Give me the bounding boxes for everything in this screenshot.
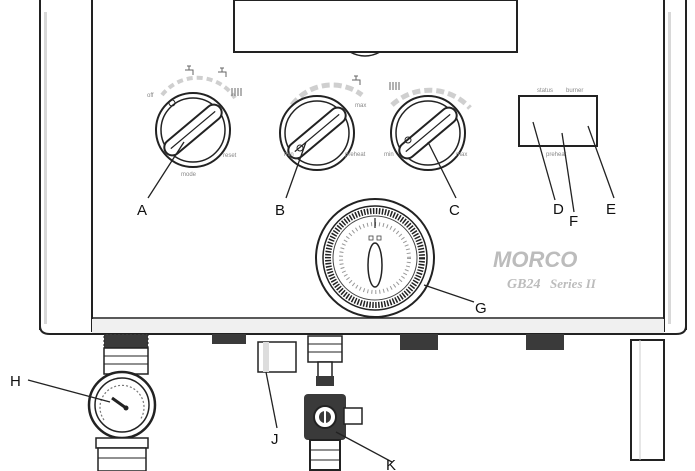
callout-h: H <box>10 373 21 390</box>
callout-a: A <box>137 202 147 219</box>
display-burner-label: burner <box>566 88 583 94</box>
callout-d: D <box>553 201 564 218</box>
model-series: Series II <box>550 276 597 291</box>
callout-f: F <box>569 213 578 230</box>
radiator-icon <box>389 82 400 90</box>
callout-j: J <box>271 431 279 448</box>
dial-b-preheat-label: preheat <box>345 152 366 158</box>
dial-c-min-label: min <box>384 152 394 158</box>
model-name: GB24 <box>507 277 540 292</box>
brand-logo: MORCO GB24 Series II <box>493 247 597 292</box>
dial-a-reset-label: reset <box>223 153 237 159</box>
callout-k: K <box>386 457 396 471</box>
dial-c-max-label: max <box>456 152 467 158</box>
callout-e: E <box>606 201 616 218</box>
bottom-fittings <box>103 333 665 461</box>
dial-c-heating[interactable]: min max <box>384 82 472 171</box>
brand-name: MORCO <box>493 247 577 272</box>
tap-icon <box>352 75 361 85</box>
dial-a-off-label: off <box>147 93 154 99</box>
tap-icon <box>185 65 227 77</box>
dial-b-max-label: max <box>355 103 366 109</box>
dial-a-mode-selector[interactable]: off mode reset <box>147 65 242 178</box>
callout-g: G <box>475 300 487 317</box>
callout-labels: A B C D E F G H J K <box>10 201 616 471</box>
dial-a-mode-label: mode <box>181 172 197 178</box>
callout-c: C <box>449 202 460 219</box>
timer-clock-g[interactable] <box>315 198 435 318</box>
dial-b-min-label: min <box>284 152 294 158</box>
display-preheat-label: preheat <box>546 152 567 158</box>
callout-b: B <box>275 202 285 219</box>
pressure-gauge-h <box>87 347 157 471</box>
leader-lines <box>27 121 615 463</box>
status-display: status burner preheat <box>518 88 598 158</box>
dial-b-hot-water[interactable]: min max preheat <box>279 75 366 171</box>
radiator-icon <box>231 88 242 96</box>
display-status-label: status <box>537 88 553 94</box>
valve-k[interactable] <box>304 376 363 471</box>
top-handle-recess <box>233 0 518 57</box>
